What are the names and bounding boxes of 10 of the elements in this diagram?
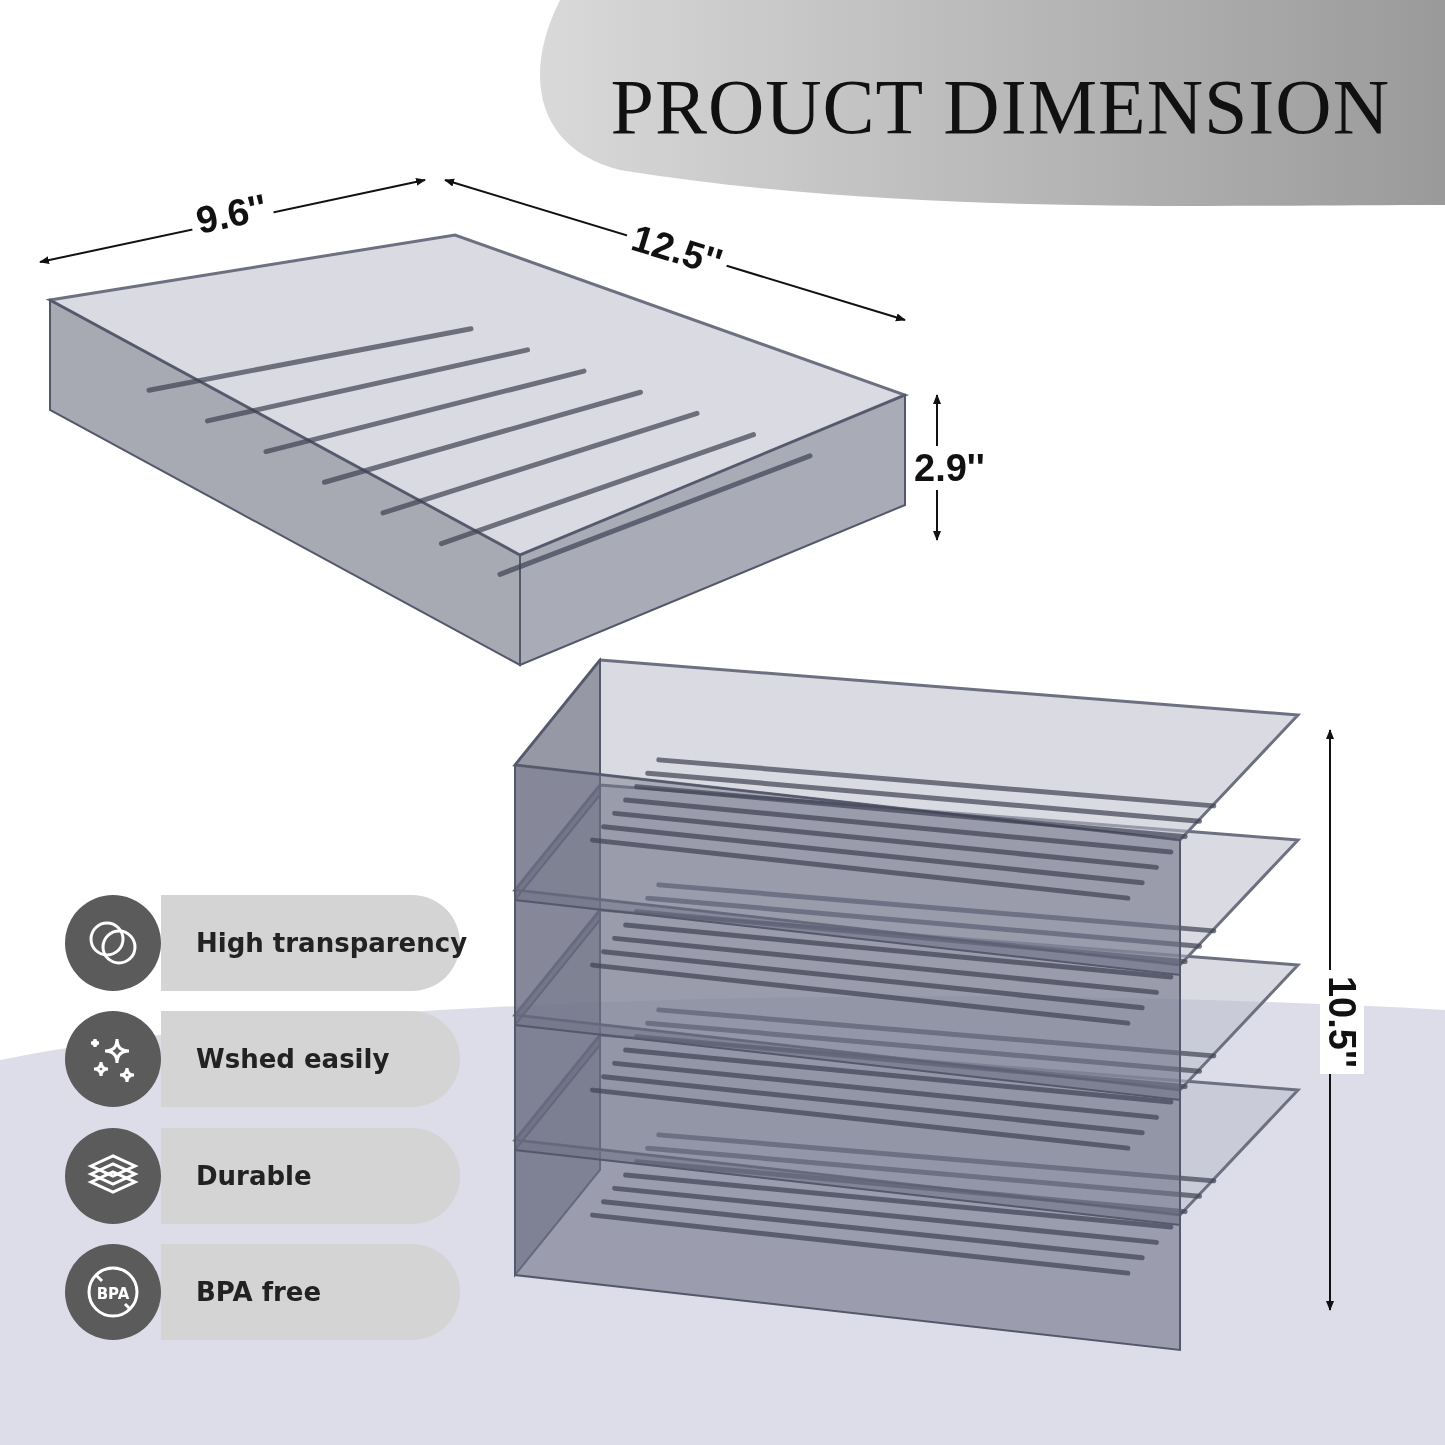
bpa-free-icon: BPA [65,1244,161,1340]
feature-label: Wshed easily [196,1044,390,1074]
dimension-label: 10.5'' [1320,970,1364,1074]
feature-pill [161,1011,460,1107]
feature-pill [161,1128,460,1224]
feature-label: BPA free [196,1277,322,1307]
feature-label: Durable [196,1161,312,1191]
feature-pill [161,1244,460,1340]
title: PROUCT DIMENSION [610,62,1390,152]
feature-label: High transparency [196,928,468,958]
